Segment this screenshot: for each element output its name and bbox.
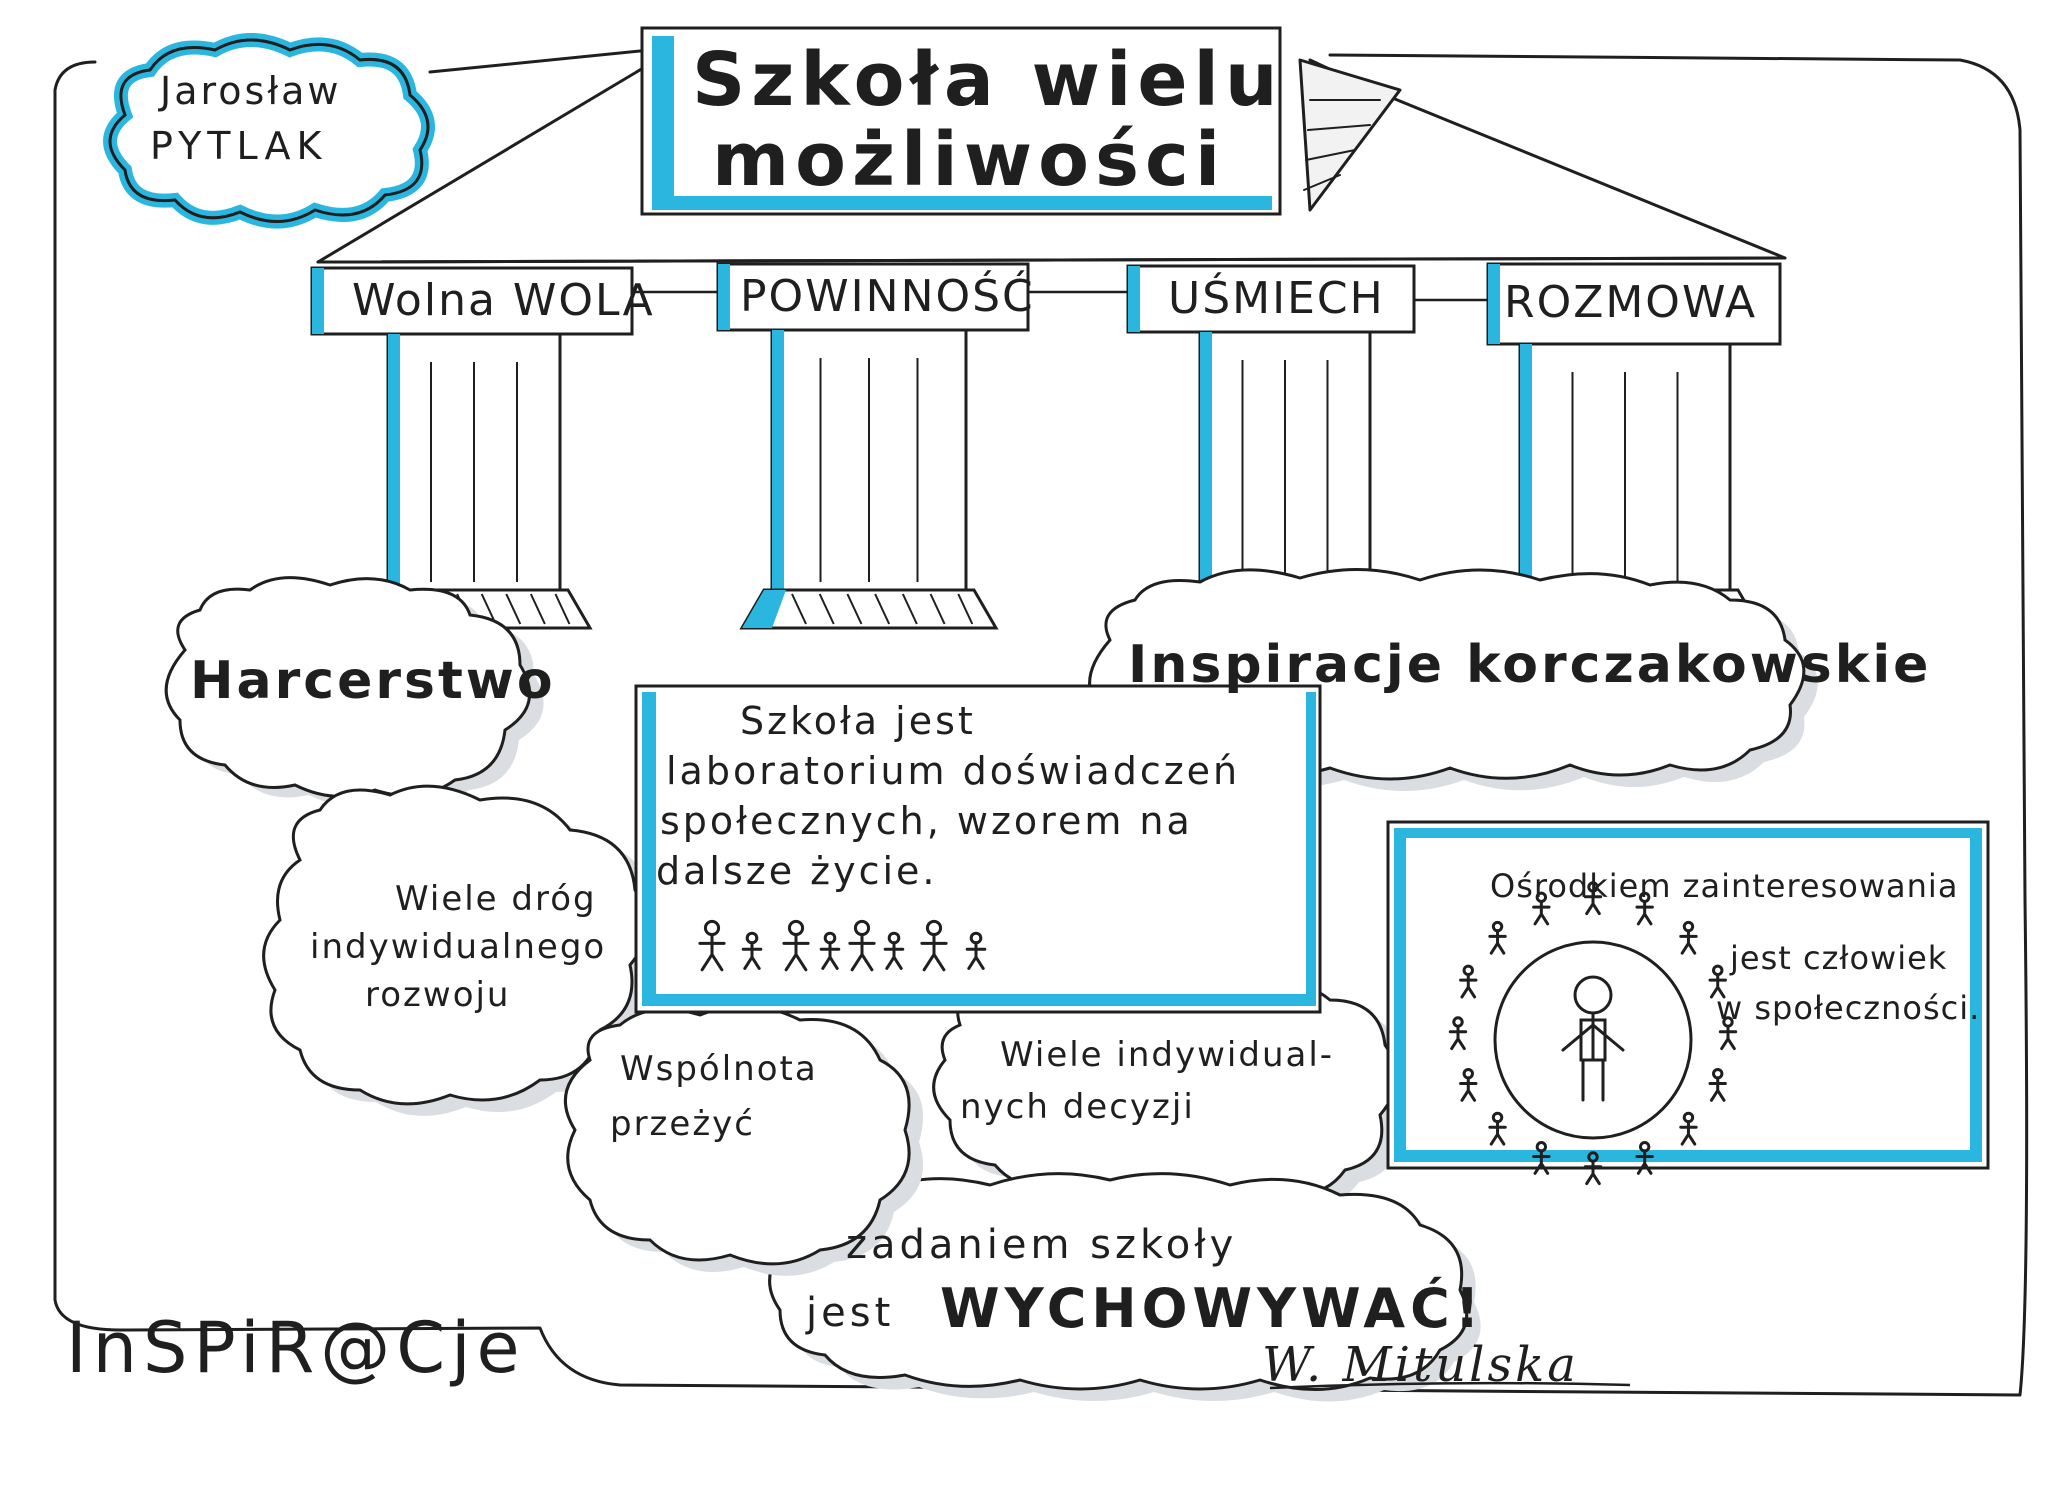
harcerstwo-label: Harcerstwo [190,651,556,711]
wspolnota-line2: przeżyć [610,1104,755,1144]
page-title-line2: możliwości [712,117,1227,203]
stick-figure [1459,964,1478,999]
stick-figure [1708,1067,1727,1102]
pillar-caps [310,262,1782,346]
base-hatch [818,593,835,625]
stick-figure [1635,891,1654,926]
base-hatch [846,593,863,625]
stick-figure [1679,1111,1698,1146]
page-title-line1: Szkoła wielu [692,37,1284,123]
base-hatch [505,593,522,625]
stick-figure [1583,881,1603,916]
pillar-label-wolna-wola: Wolna WOLA [352,275,655,326]
inspiracje-label: Inspiracje korczakowskie [1128,635,1932,695]
column-accent [1200,332,1212,590]
drogi-line1: Wiele dróg [395,879,597,919]
center-box-line1: Szkoła jest [740,699,976,743]
pillar-label-usmiech: UŚMIECH [1168,273,1385,324]
footer-inspiracje: InSPiR@Cje [66,1307,526,1389]
stick-figure [848,919,876,972]
roof-corner-fold [1298,58,1402,212]
outer-frame [53,53,2029,1397]
stick-figure [698,919,726,972]
stick-figure [1583,1151,1603,1186]
right-box-line3: w społeczności. [1716,989,1981,1027]
column-accent [772,330,784,590]
stick-figure [1448,1016,1468,1051]
base-hatch [791,593,807,625]
base-hatch [901,593,918,625]
stick-figure [1679,920,1698,955]
stick-figure [1718,1016,1738,1051]
columns [355,328,1763,630]
base-hatch [874,593,891,625]
base-hatch [554,593,571,625]
base-hatch [929,593,946,625]
title-box [640,26,1282,216]
pillar-label-powinnosc: POWINNOŚĆ [740,271,1035,322]
column-accent [1520,344,1532,590]
stick-figure [1635,1141,1654,1175]
pillar-label-rozmowa: ROZMOWA [1504,277,1758,328]
right-box [1386,820,1990,1170]
center-box-line4: dalsze życie. [656,849,938,893]
right-box-line1: Ośrodkiem zainteresowania [1490,867,1959,905]
zadanie-line2: jest [806,1290,895,1336]
stick-figure [883,931,905,970]
drogi-line2: indywidualnego [310,927,607,967]
stick-figure [920,919,948,972]
stick-figure [1708,964,1727,999]
harcerstwo-cloud [164,576,544,807]
center-box-line3: społecznych, wzorem na [660,799,1193,843]
wspolnota-line1: Wspólnota [620,1049,818,1089]
center-box-line2: laboratorium doświadczeń [666,749,1241,793]
society-circle [1493,940,1693,1140]
column-base-accent [742,590,786,628]
column-accent [388,334,400,590]
stick-figure [782,919,810,972]
base-hatch [529,593,546,625]
stick-figures [698,881,1738,1186]
stick-figure [741,931,763,970]
right-box-line2: jest człowiek [1730,939,1948,977]
stick-figure [1488,920,1507,955]
drogi-line3: rozwoju [365,975,511,1015]
decyzje-line2: nych decyzji [960,1087,1195,1127]
author-surname: PYTLAK [150,124,328,168]
stick-figure [965,931,987,970]
stick-figure [1459,1067,1478,1102]
stick-figure [1532,1141,1551,1175]
decyzje-line1: Wiele indywidual- [1000,1035,1335,1075]
author-name: Jarosław [160,69,342,113]
base-hatch [957,593,974,625]
stick-figure [819,931,841,970]
stick-figure [1488,1111,1507,1146]
zadanie-line1: zadaniem szkoły [846,1222,1238,1268]
decyzje-cloud [932,968,1411,1212]
zadanie-line3: WYCHOWYWAĆ! [940,1277,1485,1340]
wspolnota-cloud [563,1004,924,1276]
zadanie-cloud [768,1172,1481,1402]
stick-figure [1532,891,1551,926]
author-signature: W. Mitulska [1262,1337,1579,1393]
frame-top-left [428,48,652,74]
central-person [1561,975,1625,1102]
